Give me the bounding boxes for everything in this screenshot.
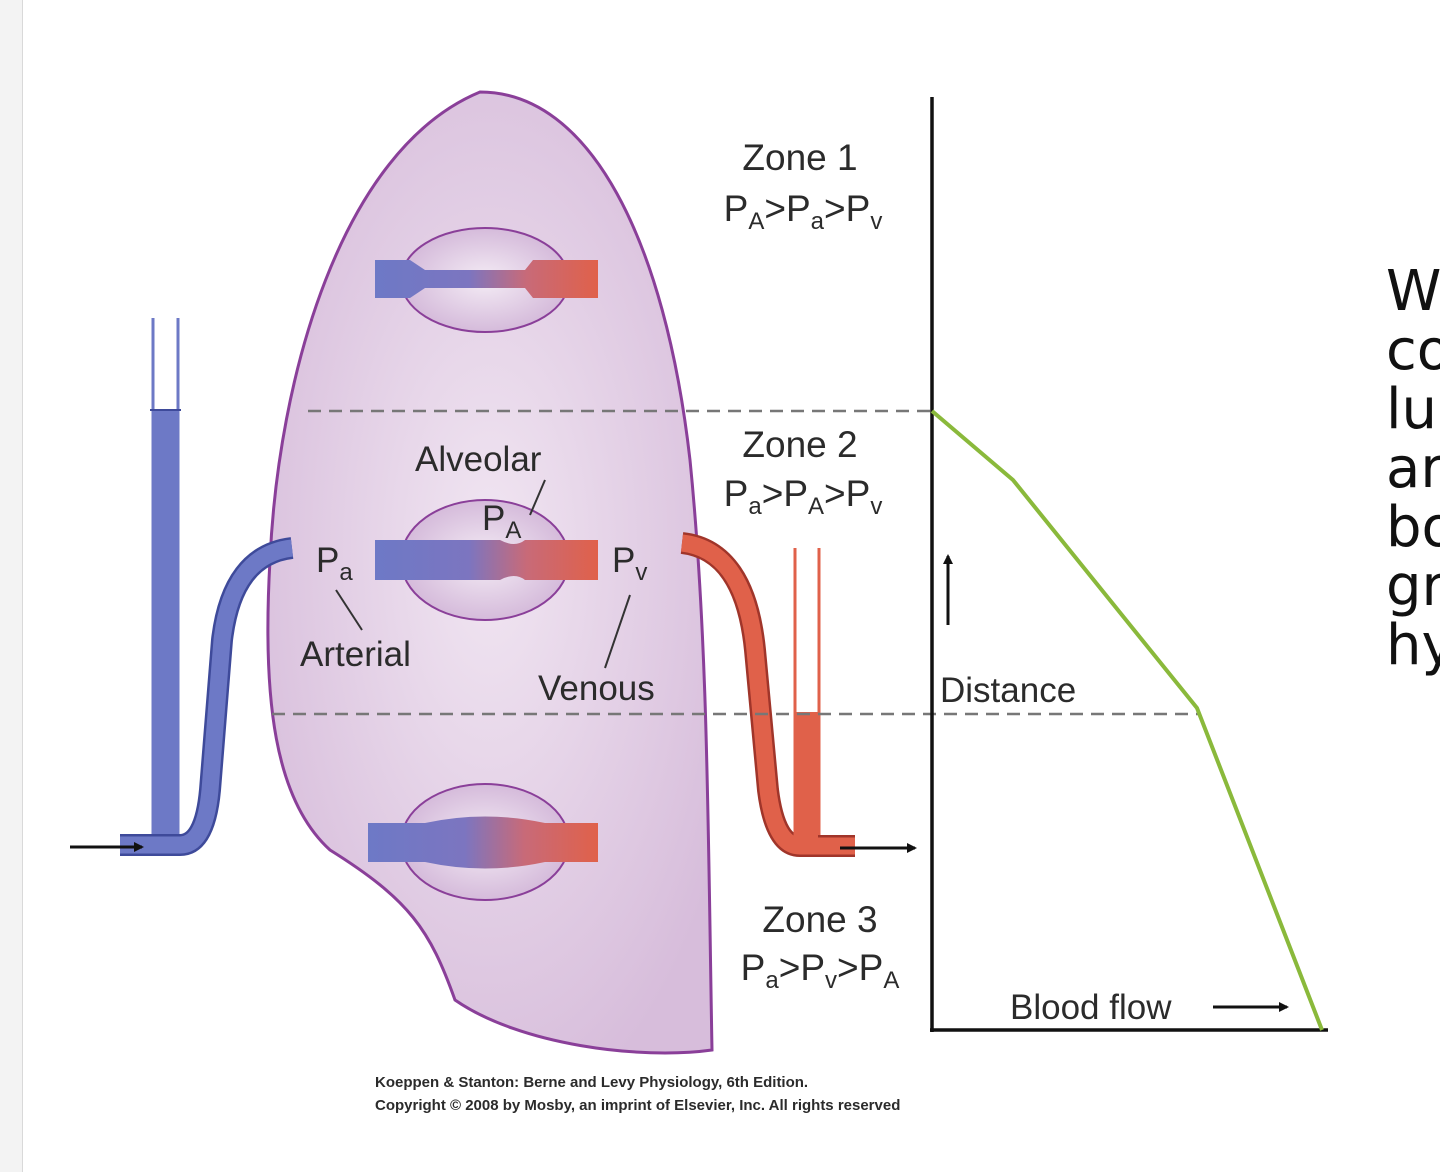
alveolar-leader [529, 479, 546, 516]
arterial-leader [335, 589, 363, 631]
blood-flow-axis-label: Blood flow [1010, 988, 1172, 1027]
arterial-label: Arterial [300, 635, 411, 674]
arterial-pressure-label: Pa [316, 541, 353, 586]
zone1-relation: PA>Pa>Pv [724, 188, 883, 235]
side-text-line: bo [1386, 495, 1440, 560]
venous-pressure-label: Pv [612, 541, 647, 586]
venous-column [796, 712, 818, 840]
venous-leader [604, 594, 631, 669]
truncated-slide-text: W co lu ar bo gr hy [1386, 262, 1440, 762]
caption-line2: Copyright © 2008 by Mosby, an imprint of… [375, 1097, 900, 1114]
caption-line1: Koeppen & Stanton: Berne and Levy Physio… [375, 1074, 808, 1091]
side-text-line: lu [1386, 377, 1438, 442]
distance-axis-label: Distance [940, 671, 1076, 710]
capillary-zone3 [368, 816, 598, 869]
slide-left-edge [0, 0, 23, 1172]
venous-label: Venous [538, 669, 655, 708]
zone2-relation: Pa>PA>Pv [724, 473, 883, 520]
zone3-title: Zone 3 [762, 899, 877, 940]
alveolar-pressure-label: PA [482, 499, 521, 544]
side-text-line: hy [1386, 613, 1440, 678]
alveolar-label: Alveolar [415, 440, 542, 479]
side-text-line: gr [1386, 554, 1440, 619]
arterial-column [154, 410, 177, 842]
side-text-line: co [1386, 318, 1440, 383]
side-text-line: W [1386, 262, 1440, 324]
capillary-zone1 [375, 260, 598, 298]
zone3-relation: Pa>Pv>PA [741, 947, 900, 994]
blood-flow-curve [930, 409, 1324, 1031]
side-text-line: ar [1386, 436, 1440, 501]
zone1-title: Zone 1 [742, 137, 857, 178]
zone2-title: Zone 2 [742, 424, 857, 465]
capillary-zone2 [375, 540, 598, 580]
venous-manometer-tube [793, 548, 821, 838]
